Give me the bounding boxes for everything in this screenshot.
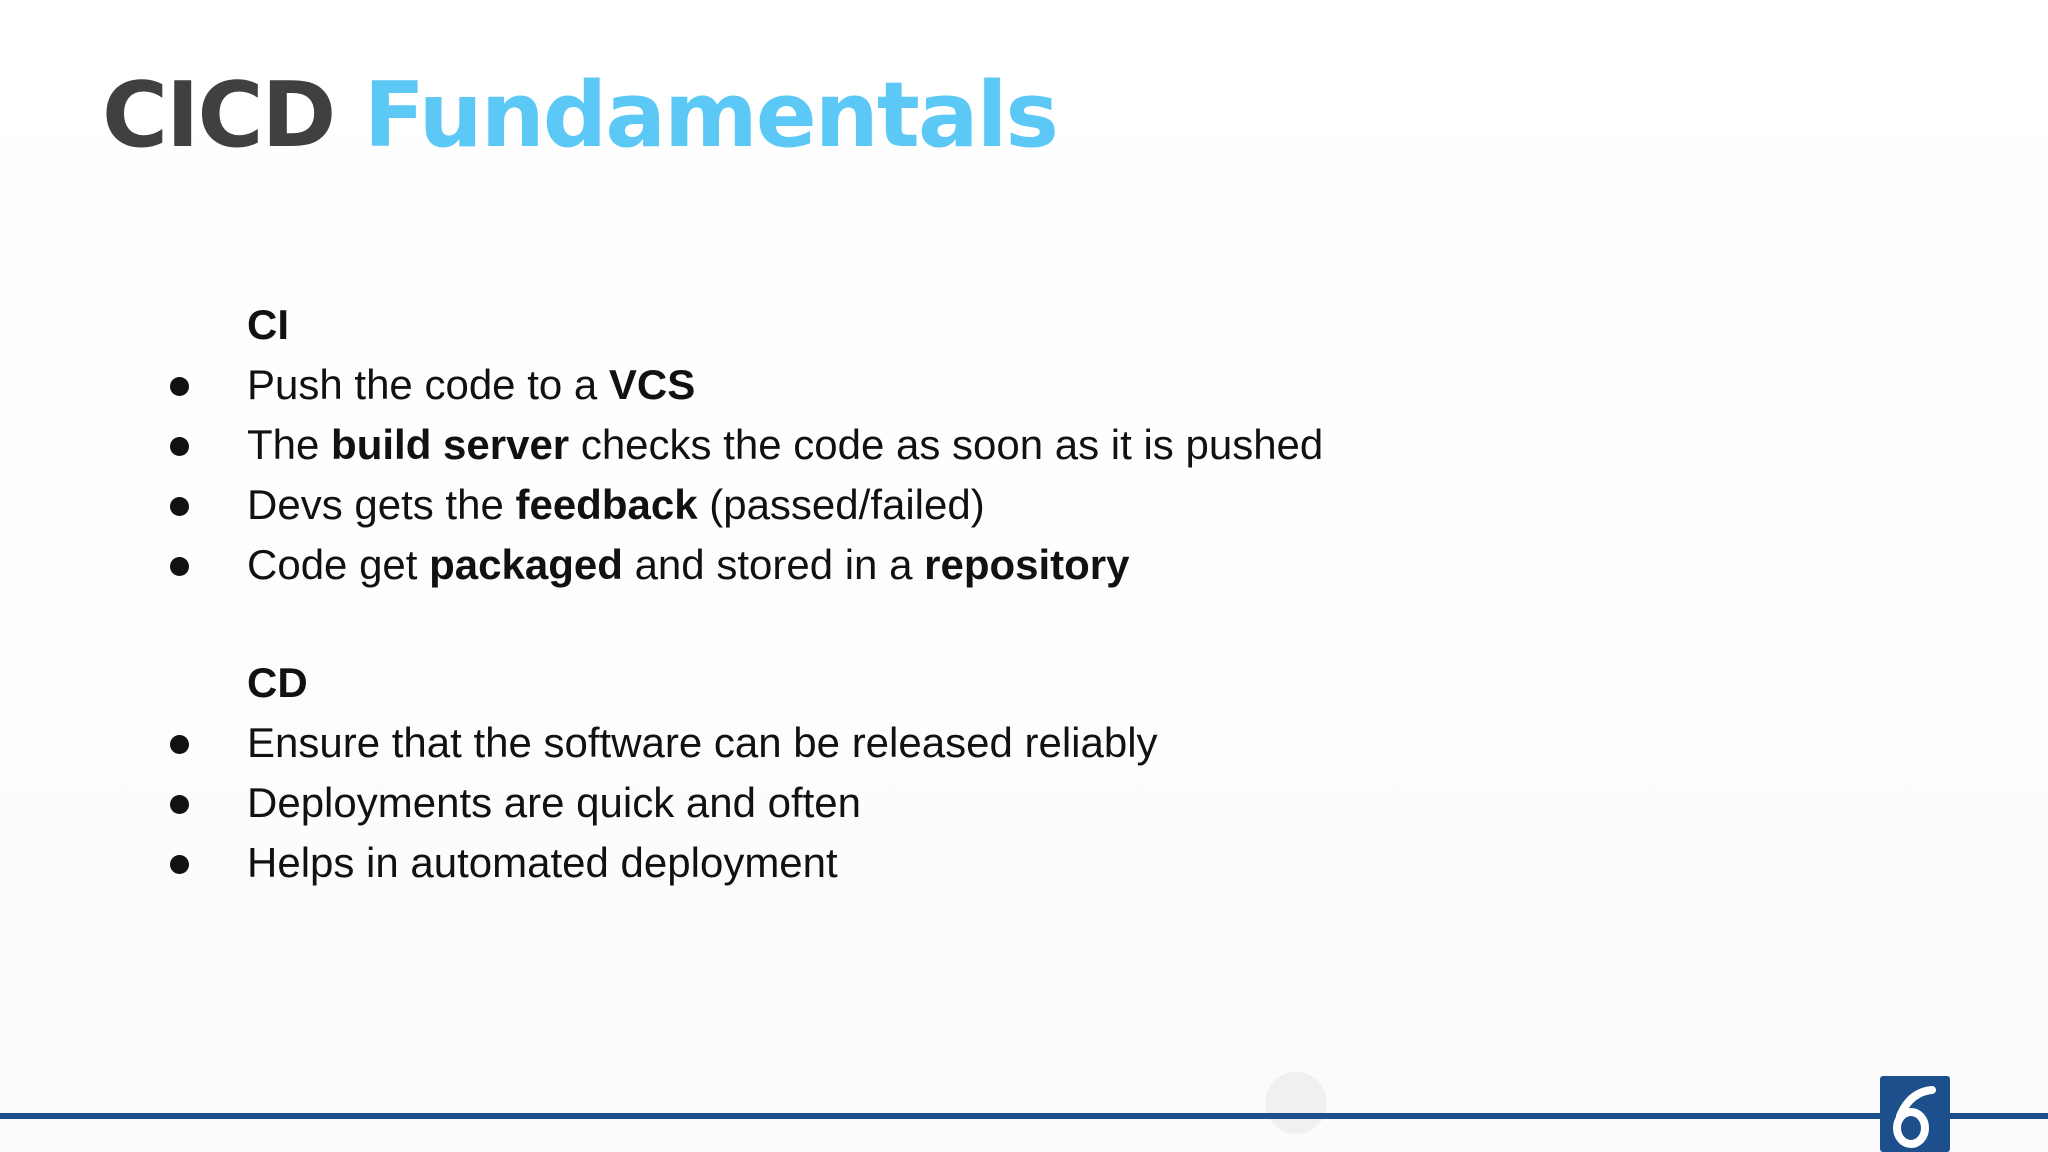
bullet-emphasis: VCS — [608, 361, 696, 408]
bullet-dot-icon — [170, 497, 189, 516]
bullet-segment: checks the code as soon as it is pushed — [569, 421, 1324, 468]
bullet-text: Code get packaged and stored in a reposi… — [247, 540, 1130, 590]
bullet-dot-icon — [170, 735, 189, 754]
list-item: Devs gets the feedback (passed/failed) — [0, 480, 1600, 540]
list-item: Helps in automated deployment — [0, 838, 1600, 898]
bullet-list-ci: Push the code to a VCS The build server … — [0, 360, 1600, 600]
list-item: Code get packaged and stored in a reposi… — [0, 540, 1600, 600]
bullet-list-cd: Ensure that the software can be released… — [0, 718, 1600, 898]
bullet-dot-icon — [170, 855, 189, 874]
bullet-text: Helps in automated deployment — [247, 838, 838, 888]
bullet-dot-icon — [170, 437, 189, 456]
presenter-cursor-dot — [1265, 1072, 1327, 1134]
bullet-segment: and stored in a — [622, 541, 925, 588]
bullet-emphasis: repository — [924, 541, 1130, 588]
list-item: Ensure that the software can be released… — [0, 718, 1600, 778]
bullet-text: Devs gets the feedback (passed/failed) — [247, 480, 985, 530]
bullet-segment: Deployments are quick and often — [247, 779, 862, 826]
footer-divider — [0, 1113, 2048, 1119]
section-heading-ci: CI — [247, 301, 289, 348]
bullet-emphasis: packaged — [429, 541, 623, 588]
bullet-segment: Code get — [247, 541, 430, 588]
bullet-segment: Devs gets the — [247, 481, 516, 528]
bullet-dot-icon — [170, 557, 189, 576]
section-heading-cd: CD — [247, 659, 308, 706]
bullet-segment: Push the code to a — [247, 361, 609, 408]
title-main: CICD — [102, 63, 336, 168]
bullet-emphasis: build server — [331, 421, 570, 468]
slide-title: CICD Fundamentals — [102, 62, 1059, 170]
bullet-text: Ensure that the software can be released… — [247, 718, 1158, 768]
bullet-emphasis: feedback — [515, 481, 698, 528]
list-item: Push the code to a VCS — [0, 360, 1600, 420]
bullet-text: Push the code to a VCS — [247, 360, 695, 410]
bullet-text: Deployments are quick and often — [247, 778, 861, 828]
bullet-dot-icon — [170, 377, 189, 396]
bullet-dot-icon — [170, 795, 189, 814]
bullet-segment: (passed/failed) — [697, 481, 985, 528]
bullet-segment: Ensure that the software can be released… — [247, 719, 1158, 766]
bullet-segment: The — [247, 421, 332, 468]
brand-logo-graphic — [1893, 1086, 1936, 1148]
bullet-text: The build server checks the code as soon… — [247, 420, 1323, 470]
list-item: Deployments are quick and often — [0, 778, 1600, 838]
bullet-segment: Helps in automated deployment — [247, 839, 838, 886]
list-item: The build server checks the code as soon… — [0, 420, 1600, 480]
brand-logo-icon — [1880, 1076, 1950, 1152]
title-accent: Fundamentals — [363, 63, 1059, 168]
